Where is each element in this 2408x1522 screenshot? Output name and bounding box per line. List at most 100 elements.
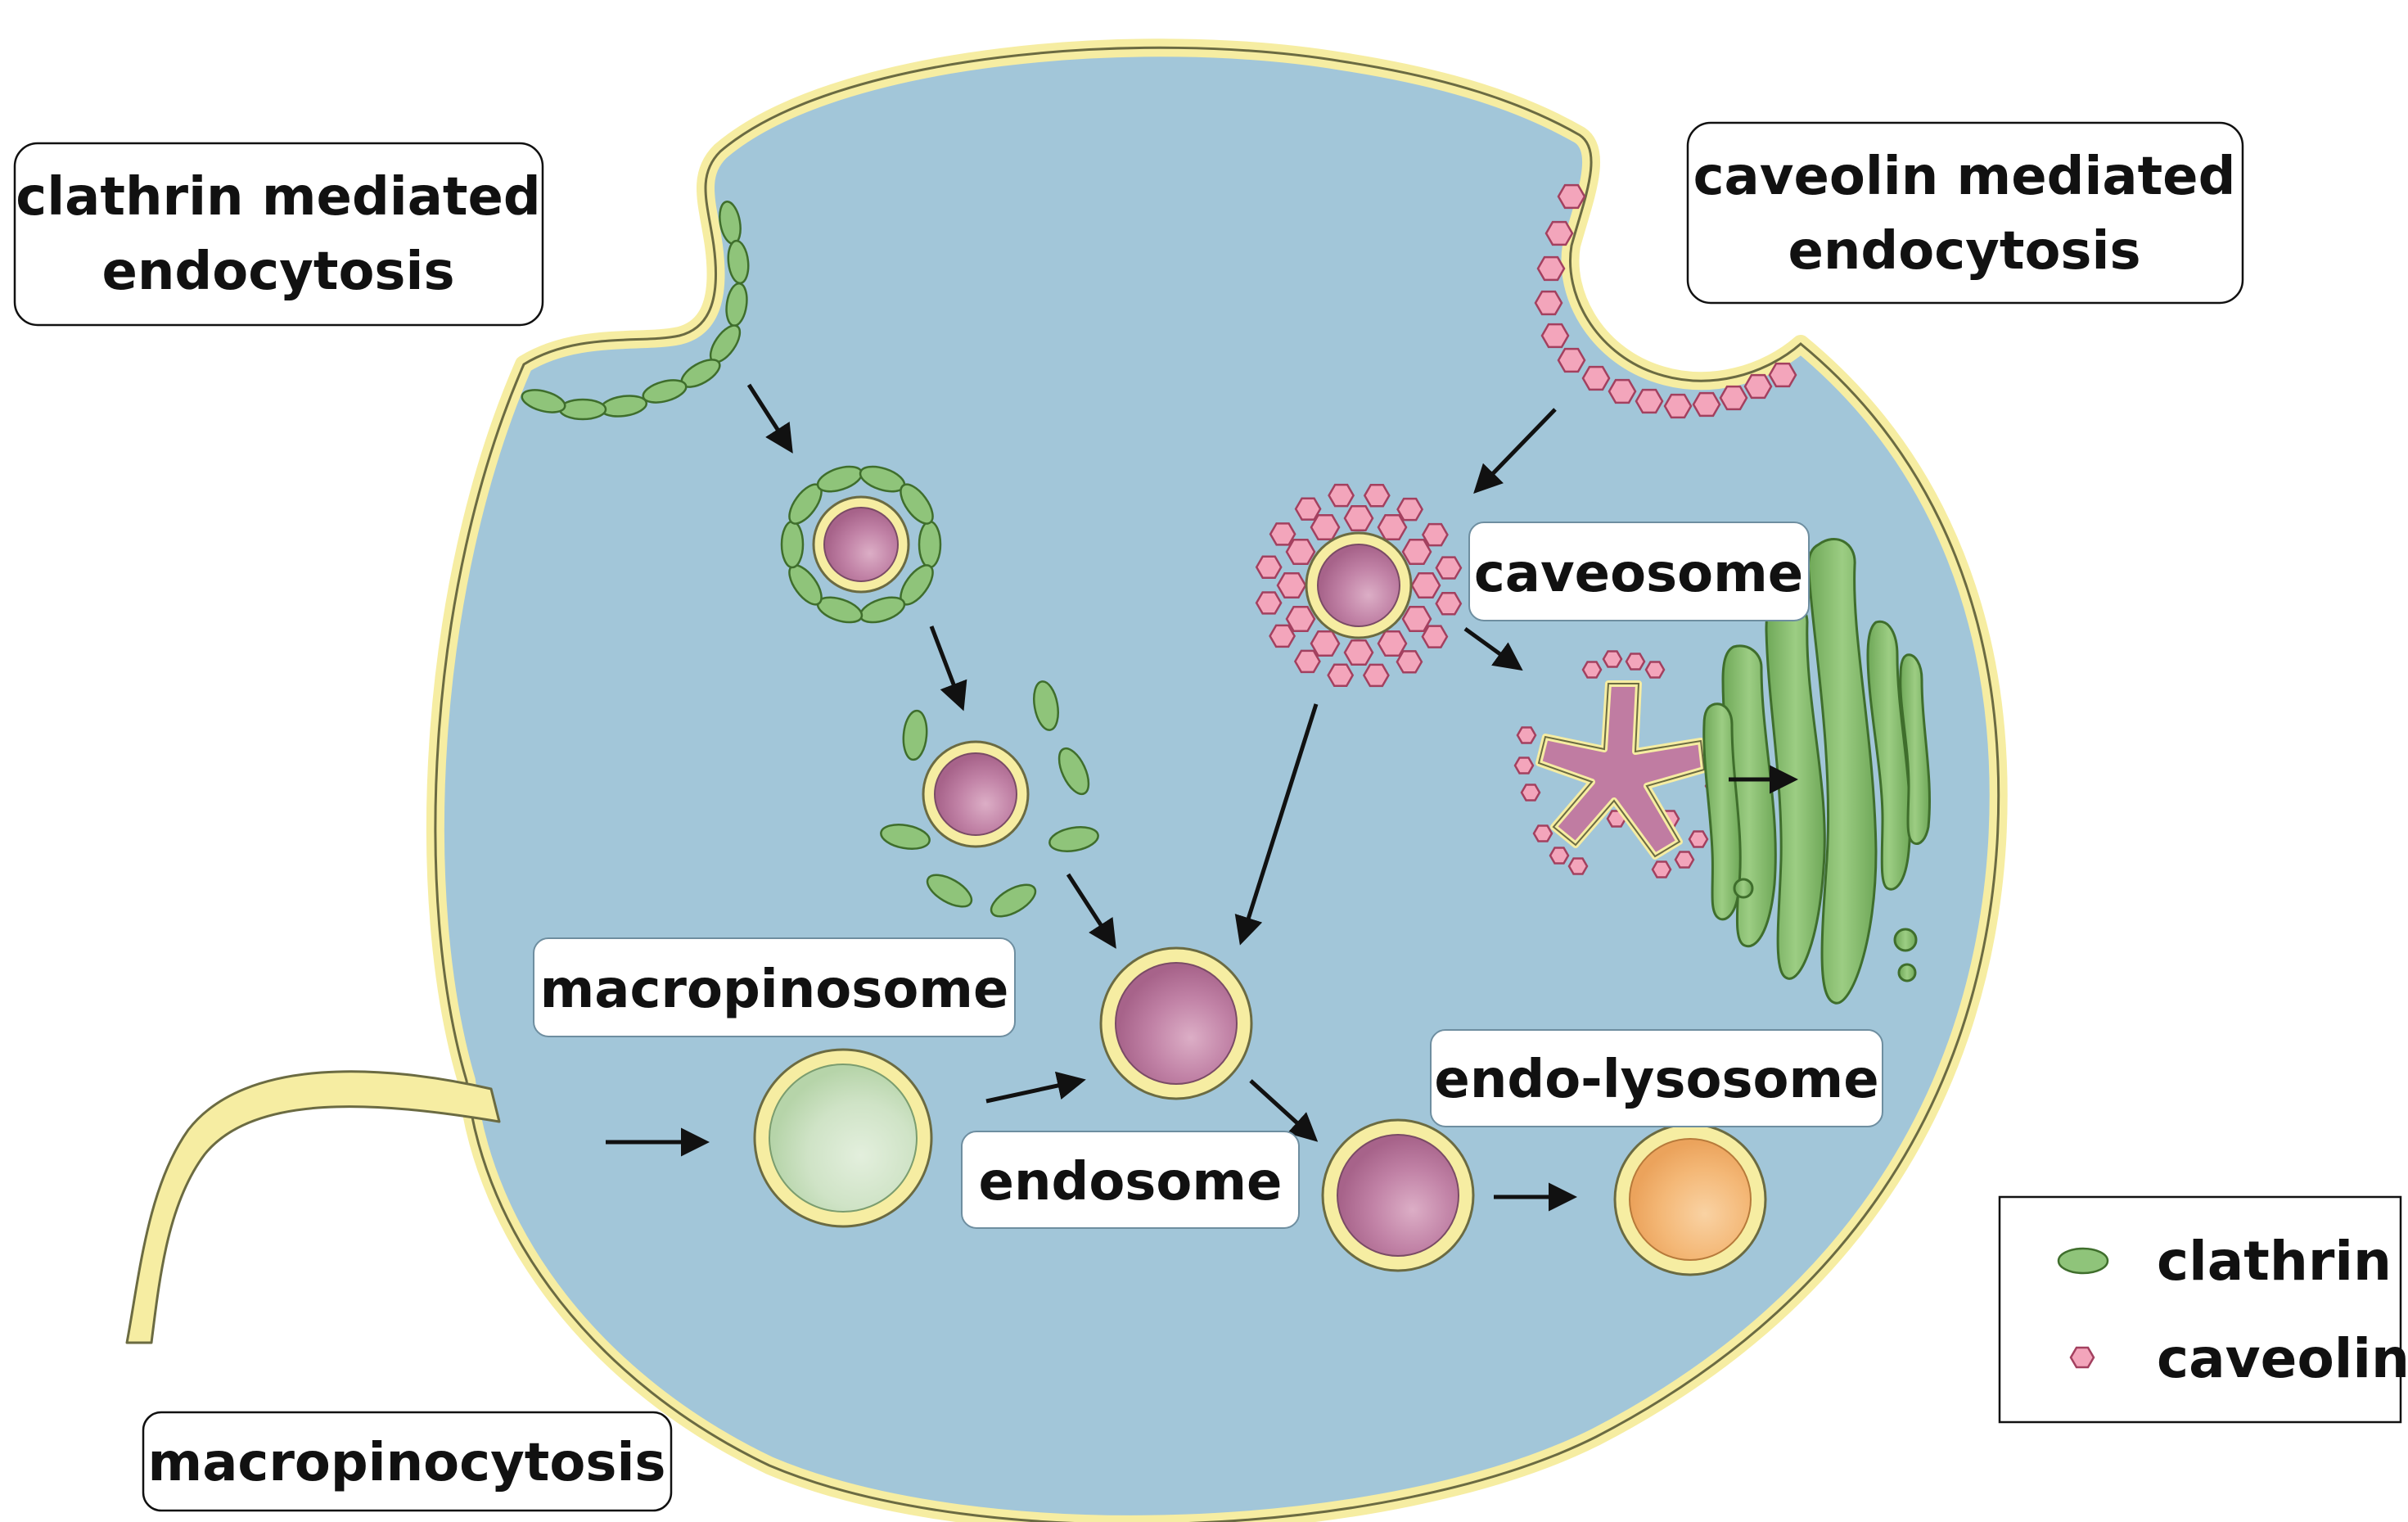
caveolin-pit xyxy=(1534,183,1797,419)
caveolin-hex xyxy=(1363,483,1391,508)
clathrin-coat-unit xyxy=(780,520,805,569)
caveolin-label-line2: endocytosis xyxy=(1788,221,2140,282)
label-caveosome: caveosome xyxy=(1468,522,1810,621)
caveolin-hex xyxy=(1276,572,1307,598)
caveolin-hex xyxy=(1328,483,1355,508)
label-macropinosome: macropinosome xyxy=(533,937,1016,1037)
arrow-endosome-to-late-endosome xyxy=(1249,1079,1319,1142)
legend-item-clathrin: clathrin xyxy=(2057,1230,2392,1293)
caveolin-hex xyxy=(1567,857,1589,875)
caveolin-hex xyxy=(1396,497,1424,522)
caveolin-hex xyxy=(1608,378,1637,404)
clathrin-label-line1: clathrin mediated xyxy=(16,167,540,228)
caveolin-hex xyxy=(1435,556,1463,580)
arrow-coated-to-uncoating xyxy=(929,626,967,711)
caveosome-star xyxy=(1513,650,1729,878)
caveolin-hex xyxy=(1532,824,1553,842)
caveolin-label-line1: caveolin mediated xyxy=(1693,147,2236,207)
legend-item-caveolin: caveolin xyxy=(2069,1327,2408,1390)
caveolin-hex xyxy=(1557,347,1586,373)
label-endo-lysosome: endo-lysosome xyxy=(1430,1029,1883,1127)
caveolin-hex xyxy=(1294,497,1322,521)
clathrin-coated-vesicle xyxy=(780,465,942,624)
legend-clathrin-label: clathrin xyxy=(2157,1230,2392,1293)
caveolin-hex xyxy=(1534,290,1563,316)
caveolin-hex xyxy=(1421,522,1449,547)
caveolin-hex xyxy=(1410,572,1441,598)
macropinocytosis-label: macropinocytosis xyxy=(148,1433,666,1493)
label-macropinocytosis: macropinocytosis xyxy=(142,1411,673,1512)
caveolin-hex xyxy=(1401,539,1432,565)
arrow-pit-to-coated-vesicle xyxy=(746,383,793,454)
caveolin-hex xyxy=(1625,653,1646,671)
caveolin-hex xyxy=(1377,630,1408,657)
arrow-caveolae-to-vesicle xyxy=(1473,408,1557,495)
caveolin-hex xyxy=(1401,606,1432,632)
caveolin-hex xyxy=(1602,650,1623,668)
caveolin-hex xyxy=(1255,591,1283,615)
caveolin-hex xyxy=(1435,592,1463,616)
endosome-label: endosome xyxy=(979,1152,1283,1213)
clathrin-swatch-icon xyxy=(2057,1247,2109,1275)
endo-lysosome-vesicle xyxy=(1613,1122,1767,1276)
caveolin-vesicle xyxy=(1255,483,1463,688)
caveolin-hex xyxy=(1536,255,1566,282)
caveolin-hex xyxy=(1513,756,1535,775)
caveolin-hex xyxy=(1377,514,1408,540)
caveolin-hex xyxy=(1269,522,1296,546)
caveolin-hex xyxy=(1549,847,1570,865)
caveolin-hex xyxy=(1743,373,1773,400)
caveolin-hex xyxy=(1362,663,1390,688)
arrow-macropinosome-to-endosome xyxy=(985,1071,1086,1104)
clathrin-coated-pit xyxy=(521,201,750,421)
label-clathrin-mediated-endocytosis: clathrin mediated endocytosis xyxy=(13,142,544,327)
caveolin-hex xyxy=(1688,830,1709,848)
clathrin-coat-unit xyxy=(900,483,934,525)
legend-caveolin-label: caveolin xyxy=(2157,1327,2408,1390)
caveolin-hex xyxy=(1674,851,1695,869)
caveolin-hex xyxy=(1293,649,1321,674)
caveolin-hex xyxy=(1343,639,1374,666)
caveosome-label: caveosome xyxy=(1474,544,1803,604)
caveolin-hex xyxy=(1396,650,1423,674)
endo-lysosome-label: endo-lysosome xyxy=(1434,1050,1878,1110)
caveolin-hex xyxy=(1421,625,1449,648)
caveolin-hex xyxy=(1520,784,1541,802)
caveolin-hex xyxy=(1285,539,1316,565)
caveolin-hex xyxy=(1255,555,1283,579)
caveolin-hex xyxy=(1581,365,1611,391)
label-endosome: endosome xyxy=(961,1131,1300,1229)
caveolin-hex xyxy=(1327,663,1355,688)
legend: clathrin caveolin xyxy=(1998,1195,2408,1424)
caveolin-hex xyxy=(1644,661,1666,679)
pathway-arrows xyxy=(606,383,1798,1212)
arrow-uncoating-to-endosome xyxy=(1066,873,1116,949)
caveolin-hex xyxy=(1343,505,1374,531)
caveolin-hex xyxy=(1692,391,1721,418)
caveolin-hex xyxy=(1516,726,1537,744)
late-endosome-vesicle xyxy=(1321,1118,1475,1272)
caveolin-hex xyxy=(1285,606,1316,632)
caveolin-hex xyxy=(1651,860,1672,878)
clathrin-label-line2: endocytosis xyxy=(101,242,454,302)
caveolin-hex xyxy=(1557,183,1586,210)
macropinosome-label: macropinosome xyxy=(540,960,1009,1020)
caveolin-hex xyxy=(1269,624,1296,648)
macropinosome-vesicle xyxy=(753,1048,933,1228)
uncoating-vesicle xyxy=(880,680,1099,918)
caveolin-hex xyxy=(1635,388,1664,414)
label-caveolin-mediated-endocytosis: caveolin mediated endocytosis xyxy=(1686,121,2244,305)
caveolin-swatch-icon xyxy=(2069,1346,2095,1369)
membrane-protrusion xyxy=(125,1070,501,1344)
caveolin-hex xyxy=(1663,393,1693,419)
cell-membrane-outline xyxy=(434,46,2000,1522)
arrow-caveolin-vesicle-to-caveosome xyxy=(1463,626,1523,671)
clathrin-coat-unit xyxy=(918,520,942,569)
caveolin-hex xyxy=(1544,220,1574,246)
caveolin-hex xyxy=(1768,362,1797,388)
caveolin-hex xyxy=(1540,323,1570,349)
arrow-caveolin-vesicle-to-endosome xyxy=(1234,703,1319,946)
caveolin-hex xyxy=(1719,385,1748,411)
